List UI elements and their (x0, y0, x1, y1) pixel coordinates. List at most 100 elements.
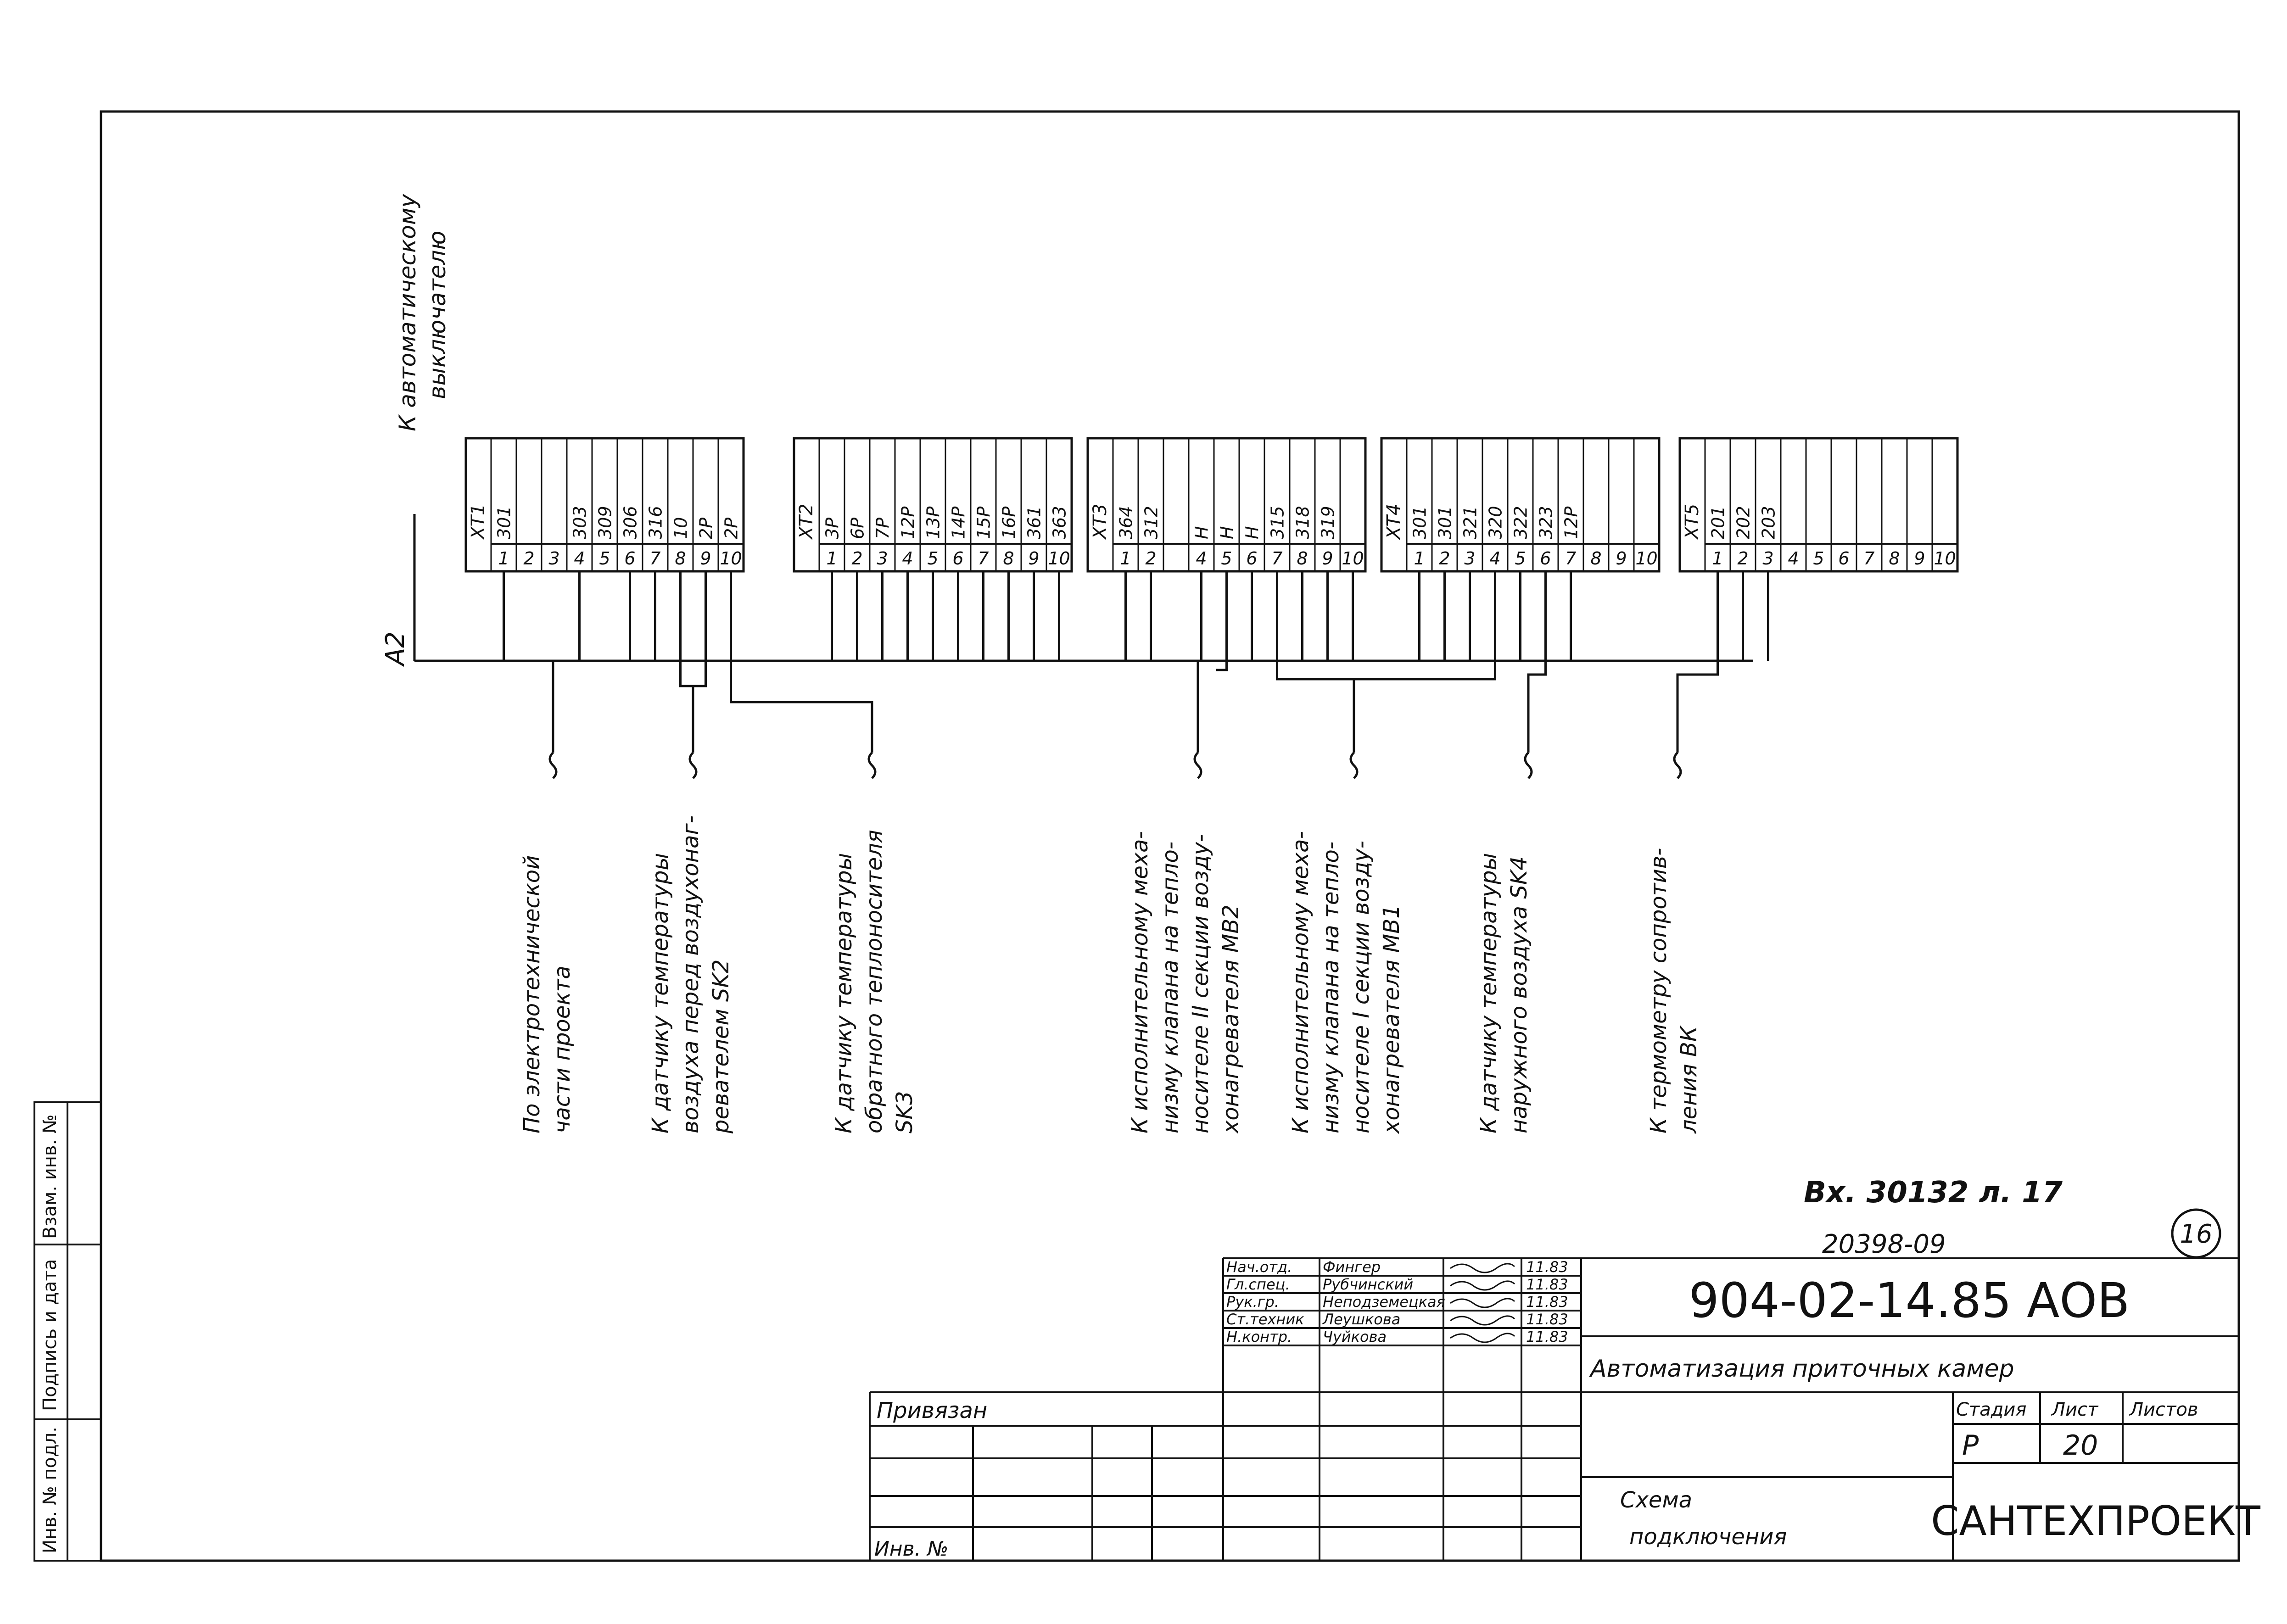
terminal-wire-label: 203 (1759, 506, 1779, 539)
reference-line2: 20398-09 (1822, 1229, 1946, 1259)
terminal-wire-label: Н (1217, 526, 1237, 539)
terminal-block-id: XT3 (1090, 504, 1111, 540)
terminal-wire-label: 2Р (721, 518, 742, 539)
terminal-wire-label: 6Р (848, 518, 868, 539)
terminal-wire-label: 361 (1024, 506, 1045, 539)
terminal-wire-label: 12Р (1561, 507, 1582, 539)
terminal-number: 10 (1934, 548, 1956, 569)
terminal-number: 5 (1515, 548, 1526, 569)
branch-sk3 (730, 661, 873, 753)
terminal-wire-label: 364 (1116, 506, 1136, 539)
connection-label-4: К исполнительному меха-низму клапана на … (1127, 831, 1244, 1134)
sheet-frame (100, 110, 2240, 1562)
terminal-number: 4 (902, 548, 913, 569)
connection-label-7: К термометру сопротив-ления ВК (1646, 848, 1702, 1134)
terminal-wire-label: 201 (1708, 506, 1728, 539)
top-label-line2: выключателю (424, 231, 451, 399)
wiring (414, 571, 1769, 753)
role-name: Неподземецкая (1323, 1293, 1445, 1311)
reference-line1: Вх. 30132 л. 17 (1804, 1176, 2063, 1210)
connection-label-line: низму клапана на тепло- (1318, 842, 1344, 1133)
connection-label-line: К датчику температуры (1476, 853, 1502, 1133)
signature-mark (1450, 1298, 1515, 1308)
role-label: Рук.гр. (1226, 1293, 1279, 1311)
signature-mark (1450, 1263, 1515, 1273)
cable-end-squiggle (1193, 752, 1202, 779)
terminal-number: 5 (1221, 548, 1232, 569)
terminal-wire-label: 303 (570, 506, 590, 539)
margin-label-vzam-inv: Взам. инв. № (39, 1114, 61, 1239)
terminal-number: 3 (877, 548, 888, 569)
connection-label-line: ревателем SK2 (708, 960, 734, 1134)
connection-label-line: К исполнительному меха- (1127, 831, 1153, 1133)
terminal-wire-label: 7Р (873, 518, 893, 539)
role-date: 11.83 (1526, 1328, 1568, 1345)
terminal-wire-label: 320 (1486, 506, 1506, 539)
terminal-number: 9 (1914, 548, 1925, 569)
connection-label-line: SK3 (892, 1091, 917, 1133)
connection-label-5: К исполнительному меха-низму клапана на … (1288, 831, 1404, 1134)
terminal-number: 4 (1788, 548, 1799, 569)
terminal-number: 1 (1414, 548, 1425, 569)
terminal-wire-label: Н (1192, 526, 1212, 539)
terminal-wire-label: 318 (1293, 506, 1313, 539)
connection-label-line: К исполнительному меха- (1288, 831, 1314, 1133)
left-margin-strip (34, 1101, 102, 1562)
terminal-wire-label: 319 (1318, 506, 1338, 539)
terminal-number: 10 (720, 548, 742, 569)
terminal-wire-label: 16Р (999, 507, 1019, 539)
connection-label-line: носителе II секции возду- (1188, 834, 1213, 1133)
cable-end-squiggle (1349, 752, 1359, 779)
terminal-block-frame (1678, 437, 1959, 573)
terminal-wire-label: 315 (1268, 506, 1288, 539)
project-title: Автоматизация приточных камер (1589, 1355, 2014, 1383)
terminal-wire-label: 2Р (696, 518, 716, 539)
cable-end-squiggle (1673, 752, 1682, 779)
terminal-wire-label: 15Р (974, 507, 994, 539)
connection-label-line: К термометру сопротив- (1646, 848, 1672, 1133)
organization: САНТЕХПРОЕКТ (1931, 1497, 2261, 1545)
terminal-block-frame (464, 437, 745, 573)
signature-mark (1450, 1333, 1515, 1343)
role-name: Леушкова (1322, 1311, 1400, 1328)
terminal-block-id: XT1 (468, 504, 489, 540)
terminal-number: 8 (1003, 548, 1014, 569)
role-date: 11.83 (1526, 1311, 1568, 1328)
role-name: Чуйкова (1323, 1328, 1387, 1345)
terminal-wire-label: Н (1242, 526, 1263, 539)
branch-sk4 (1527, 661, 1547, 753)
terminal-wire-label: 3Р (822, 518, 843, 539)
connection-label-line: части проекта (549, 965, 575, 1133)
terminal-wire-label: 12Р (898, 507, 918, 539)
terminal-wire-label: 322 (1511, 506, 1531, 539)
signature-mark (1450, 1280, 1515, 1291)
terminal-number: 5 (927, 548, 938, 569)
branch-mv1 (1276, 661, 1496, 681)
terminal-number: 1 (498, 548, 509, 569)
terminal-wire-label: 202 (1733, 506, 1754, 539)
terminal-wire-label: 363 (1050, 506, 1070, 539)
terminal-number: 8 (1297, 548, 1308, 569)
terminal-wire-label: 321 (1460, 506, 1481, 539)
terminal-number: 8 (1889, 548, 1900, 569)
connection-label-line: К датчику температуры (648, 853, 673, 1133)
inv-no-label: Инв. № (874, 1537, 948, 1561)
terminal-number: 7 (649, 548, 660, 569)
cable-end-squiggle (688, 752, 698, 779)
connection-label-line: По электротехнической (519, 855, 545, 1133)
terminal-wire-label: 10 (671, 517, 691, 539)
terminal-number: 7 (1863, 548, 1874, 569)
terminal-number: 10 (1048, 548, 1070, 569)
terminal-number: 2 (1737, 548, 1748, 569)
terminal-number: 6 (1540, 548, 1551, 569)
terminal-number: 5 (1813, 548, 1824, 569)
